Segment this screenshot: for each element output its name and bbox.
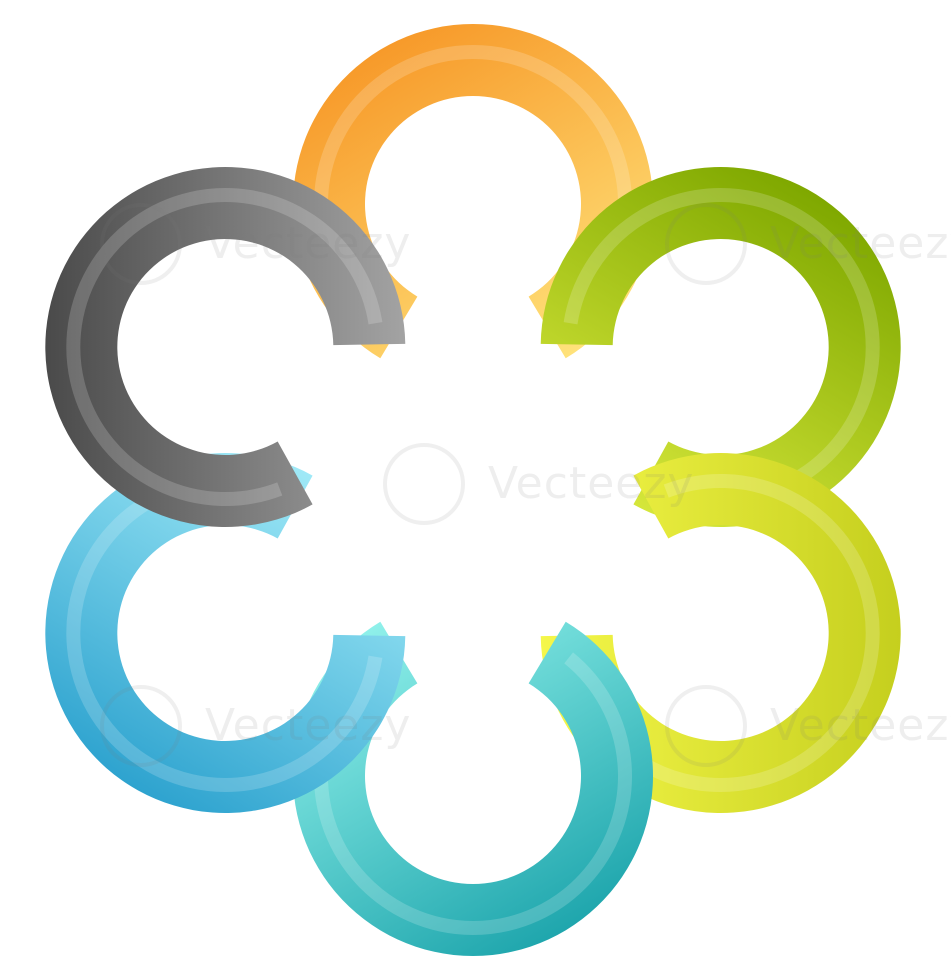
- watermark-text: Vecteezy: [770, 700, 951, 751]
- watermark-logo-icon: [100, 203, 182, 285]
- watermark-logo-icon: [383, 443, 465, 525]
- watermark-logo-icon: [100, 685, 182, 767]
- watermark-text: Vecteezy: [205, 218, 412, 269]
- watermark-logo-icon: [665, 203, 747, 285]
- petal-segment-upper-right: [540, 166, 901, 527]
- petal-highlight-upper-left: [66, 188, 383, 506]
- watermark-text: Vecteezy: [488, 458, 695, 509]
- watermark-logo-icon: [665, 685, 747, 767]
- watermark-text: Vecteezy: [205, 700, 412, 751]
- watermark-text: Vecteezy: [770, 218, 951, 269]
